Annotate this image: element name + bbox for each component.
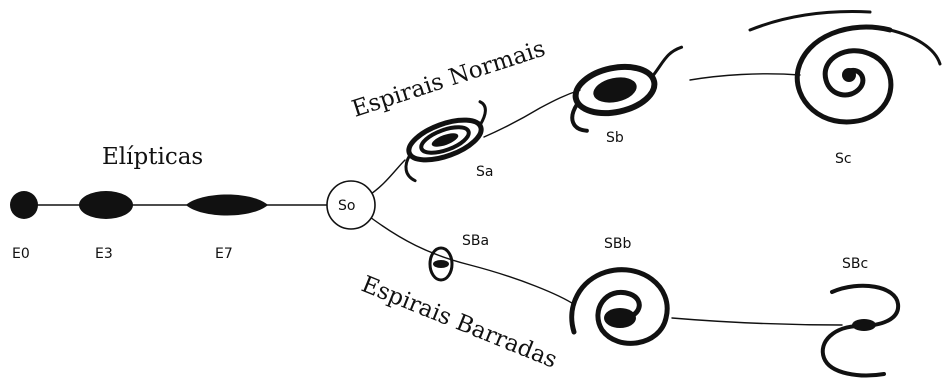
sbc-label: SBc [842, 256, 868, 272]
sb-galaxy [570, 45, 684, 133]
elliptical-group-label: Elípticas [102, 144, 203, 170]
sa-label: Sa [476, 164, 493, 180]
s0-to-sbb-line [365, 213, 576, 306]
sc-galaxy [748, 10, 942, 125]
e3-galaxy [79, 191, 133, 219]
normal-spirals-group-label: Espirais Normais [349, 36, 549, 123]
sa-to-sb-line [483, 89, 581, 138]
sbb-label: SBb [604, 236, 631, 252]
e7-galaxy [186, 194, 268, 216]
sba-galaxy [428, 246, 454, 282]
e3-label: E3 [95, 246, 113, 262]
sbb-galaxy [569, 267, 670, 346]
e7-label: E7 [215, 246, 233, 262]
e0-label: E0 [12, 246, 30, 262]
sbc-galaxy [820, 283, 901, 378]
sa-galaxy [404, 100, 487, 183]
sc-label: Sc [835, 151, 852, 167]
e0-galaxy [10, 191, 38, 219]
s0-to-sa-line [367, 159, 406, 197]
barred-spirals-group-label: Espirais Barradas [358, 271, 561, 373]
sb-label: Sb [606, 130, 624, 146]
sba-label: SBa [462, 233, 489, 249]
s0-galaxy [326, 180, 376, 230]
sb-to-sc-line [689, 73, 801, 81]
sbb-to-sbc-line [671, 317, 843, 326]
s0-label: So [338, 198, 355, 214]
